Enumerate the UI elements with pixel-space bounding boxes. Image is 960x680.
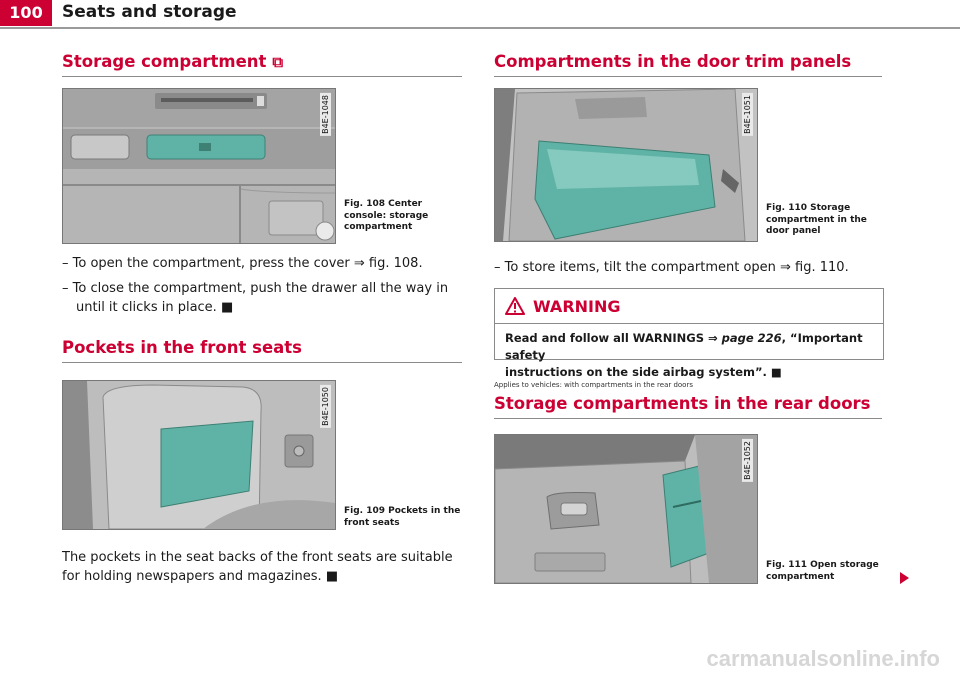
storage-instructions: – To open the compartment, press the cov…: [62, 254, 462, 323]
instruction-open: – To open the compartment, press the cov…: [62, 256, 423, 271]
figure-code: B4E-1050: [320, 385, 331, 428]
warning-title: WARNING: [533, 296, 621, 316]
instruction-tilt: – To store items, tilt the compartment o…: [494, 260, 849, 275]
watermark: carmanualsonline.info: [706, 646, 941, 671]
figure-109-caption: Fig. 109 Pockets in the front seats: [344, 506, 461, 528]
rear-doors-heading: Storage compartments in the rear doors: [494, 394, 882, 419]
center-console-illustration: [63, 89, 335, 243]
figure-108-caption: Fig. 108 Center console: storage compart…: [344, 199, 429, 232]
rear-door-compartment-illustration: [495, 435, 757, 583]
figure-109: B4E-1050: [62, 380, 336, 530]
header-rule: [0, 27, 960, 29]
figure-108: B4E-1048: [62, 88, 336, 244]
warning-box: WARNING Read and follow all WARNINGS ⇒ p…: [494, 288, 884, 379]
warning-header: WARNING: [495, 289, 883, 324]
page-reference-link[interactable]: page 226: [721, 331, 782, 345]
figure-111-caption: Fig. 111 Open storage compartment: [766, 560, 879, 582]
figure-code: B4E-1051: [742, 93, 753, 136]
page-number: 100: [0, 0, 52, 26]
instruction-close: – To close the compartment, push the dra…: [62, 281, 449, 315]
figure-110-caption: Fig. 110 Storage compartment in the door…: [766, 203, 867, 236]
door-panel-compartment-illustration: [495, 89, 757, 241]
figure-code: B4E-1052: [742, 439, 753, 482]
page-header: 100 Seats and storage: [0, 0, 960, 29]
figure-code: B4E-1048: [320, 93, 331, 136]
figure-111: B4E-1052: [494, 434, 758, 584]
front-seat-pocket-illustration: [63, 381, 335, 529]
figure-110: B4E-1051: [494, 88, 758, 242]
section-title: Seats and storage: [62, 2, 237, 22]
applies-note: Applies to vehicles: with compartments i…: [494, 381, 693, 389]
pockets-text: The pockets in the seat backs of the fro…: [62, 550, 453, 584]
warning-triangle-icon: [505, 297, 525, 315]
storage-heading: Storage compartment ⧉: [62, 52, 462, 77]
door-trim-instructions: – To store items, tilt the compartment o…: [494, 258, 882, 283]
warning-text: Read and follow all WARNINGS ⇒ page 226,…: [505, 331, 863, 379]
storage-heading-text: Storage compartment: [62, 52, 267, 71]
pockets-heading: Pockets in the front seats: [62, 338, 462, 363]
continue-arrow-icon: [900, 572, 909, 584]
compartment-icon: ⧉: [272, 53, 284, 71]
door-trim-heading: Compartments in the door trim panels: [494, 52, 882, 77]
